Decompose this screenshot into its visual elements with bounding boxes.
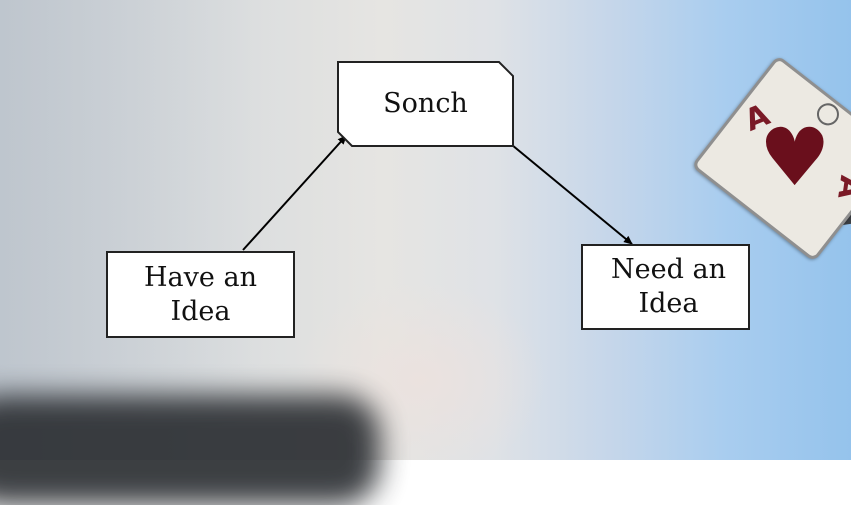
edge-sonch-to-need-idea: [511, 144, 633, 245]
diagram-connectors: [242, 135, 633, 251]
node-need-an-idea[interactable]: Need an Idea: [581, 244, 750, 330]
node-sonch[interactable]: Sonch: [337, 61, 514, 147]
node-need-an-idea-label: Need an Idea: [611, 254, 726, 319]
node-sonch-label: Sonch: [383, 88, 468, 119]
node-sonch-shape: [337, 61, 514, 147]
edge-have-idea-to-sonch: [242, 135, 347, 251]
node-have-an-idea[interactable]: Have an Idea: [106, 251, 295, 338]
background-shade: [0, 0, 260, 460]
node-have-an-idea-label: Have an Idea: [144, 261, 257, 327]
